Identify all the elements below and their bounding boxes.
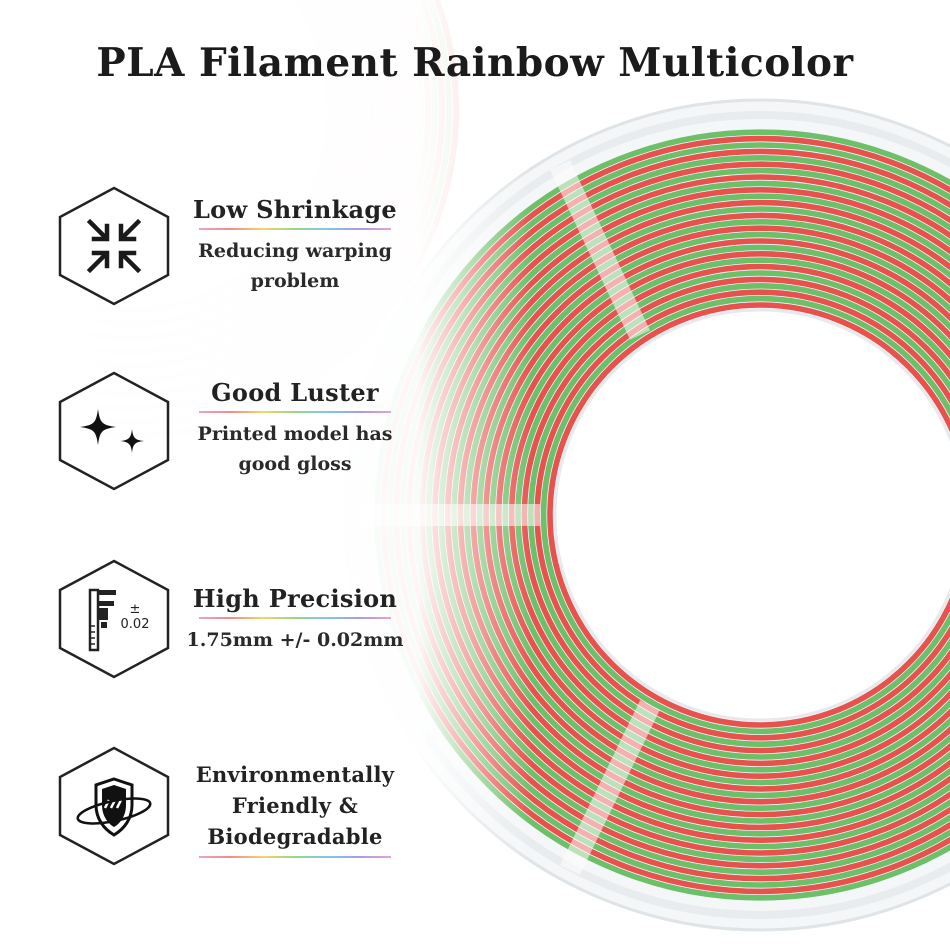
feature-high-precision: ± 0.02 High Precision 1.75mm +/- 0.02mm bbox=[0, 558, 420, 680]
feature-icon-frame bbox=[56, 745, 172, 867]
rainbow-divider bbox=[199, 856, 391, 858]
feature-icon-frame bbox=[56, 370, 172, 492]
feature-title: Low Shrinkage bbox=[192, 195, 398, 224]
caliper-icon bbox=[88, 588, 116, 652]
rainbow-divider bbox=[199, 228, 391, 230]
rainbow-divider bbox=[199, 411, 391, 413]
shield-planet-icon bbox=[76, 777, 152, 837]
tolerance-label: ± 0.02 bbox=[120, 602, 150, 632]
feature-description: 1.75mm +/- 0.02mm bbox=[186, 629, 404, 651]
rainbow-divider bbox=[199, 617, 391, 619]
feature-icon-frame bbox=[56, 185, 172, 307]
feature-icon-frame: ± 0.02 bbox=[56, 558, 172, 680]
feature-title: High Precision bbox=[192, 584, 398, 613]
feature-title: Good Luster bbox=[211, 378, 379, 407]
feature-low-shrinkage: Low Shrinkage Reducing warping problem bbox=[0, 185, 420, 307]
feature-good-luster: Good Luster Printed model has good gloss bbox=[0, 370, 420, 492]
page-title: PLA Filament Rainbow Multicolor bbox=[96, 40, 854, 86]
compress-arrows-icon bbox=[86, 218, 142, 274]
feature-title: Environmentally Friendly & Biodegradable bbox=[195, 762, 395, 849]
sparkle-icon bbox=[80, 409, 144, 453]
feature-description: Reducing warping problem bbox=[198, 240, 392, 292]
feature-description: Printed model has good gloss bbox=[197, 423, 393, 475]
feature-eco-friendly: Environmentally Friendly & Biodegradable bbox=[0, 745, 420, 867]
